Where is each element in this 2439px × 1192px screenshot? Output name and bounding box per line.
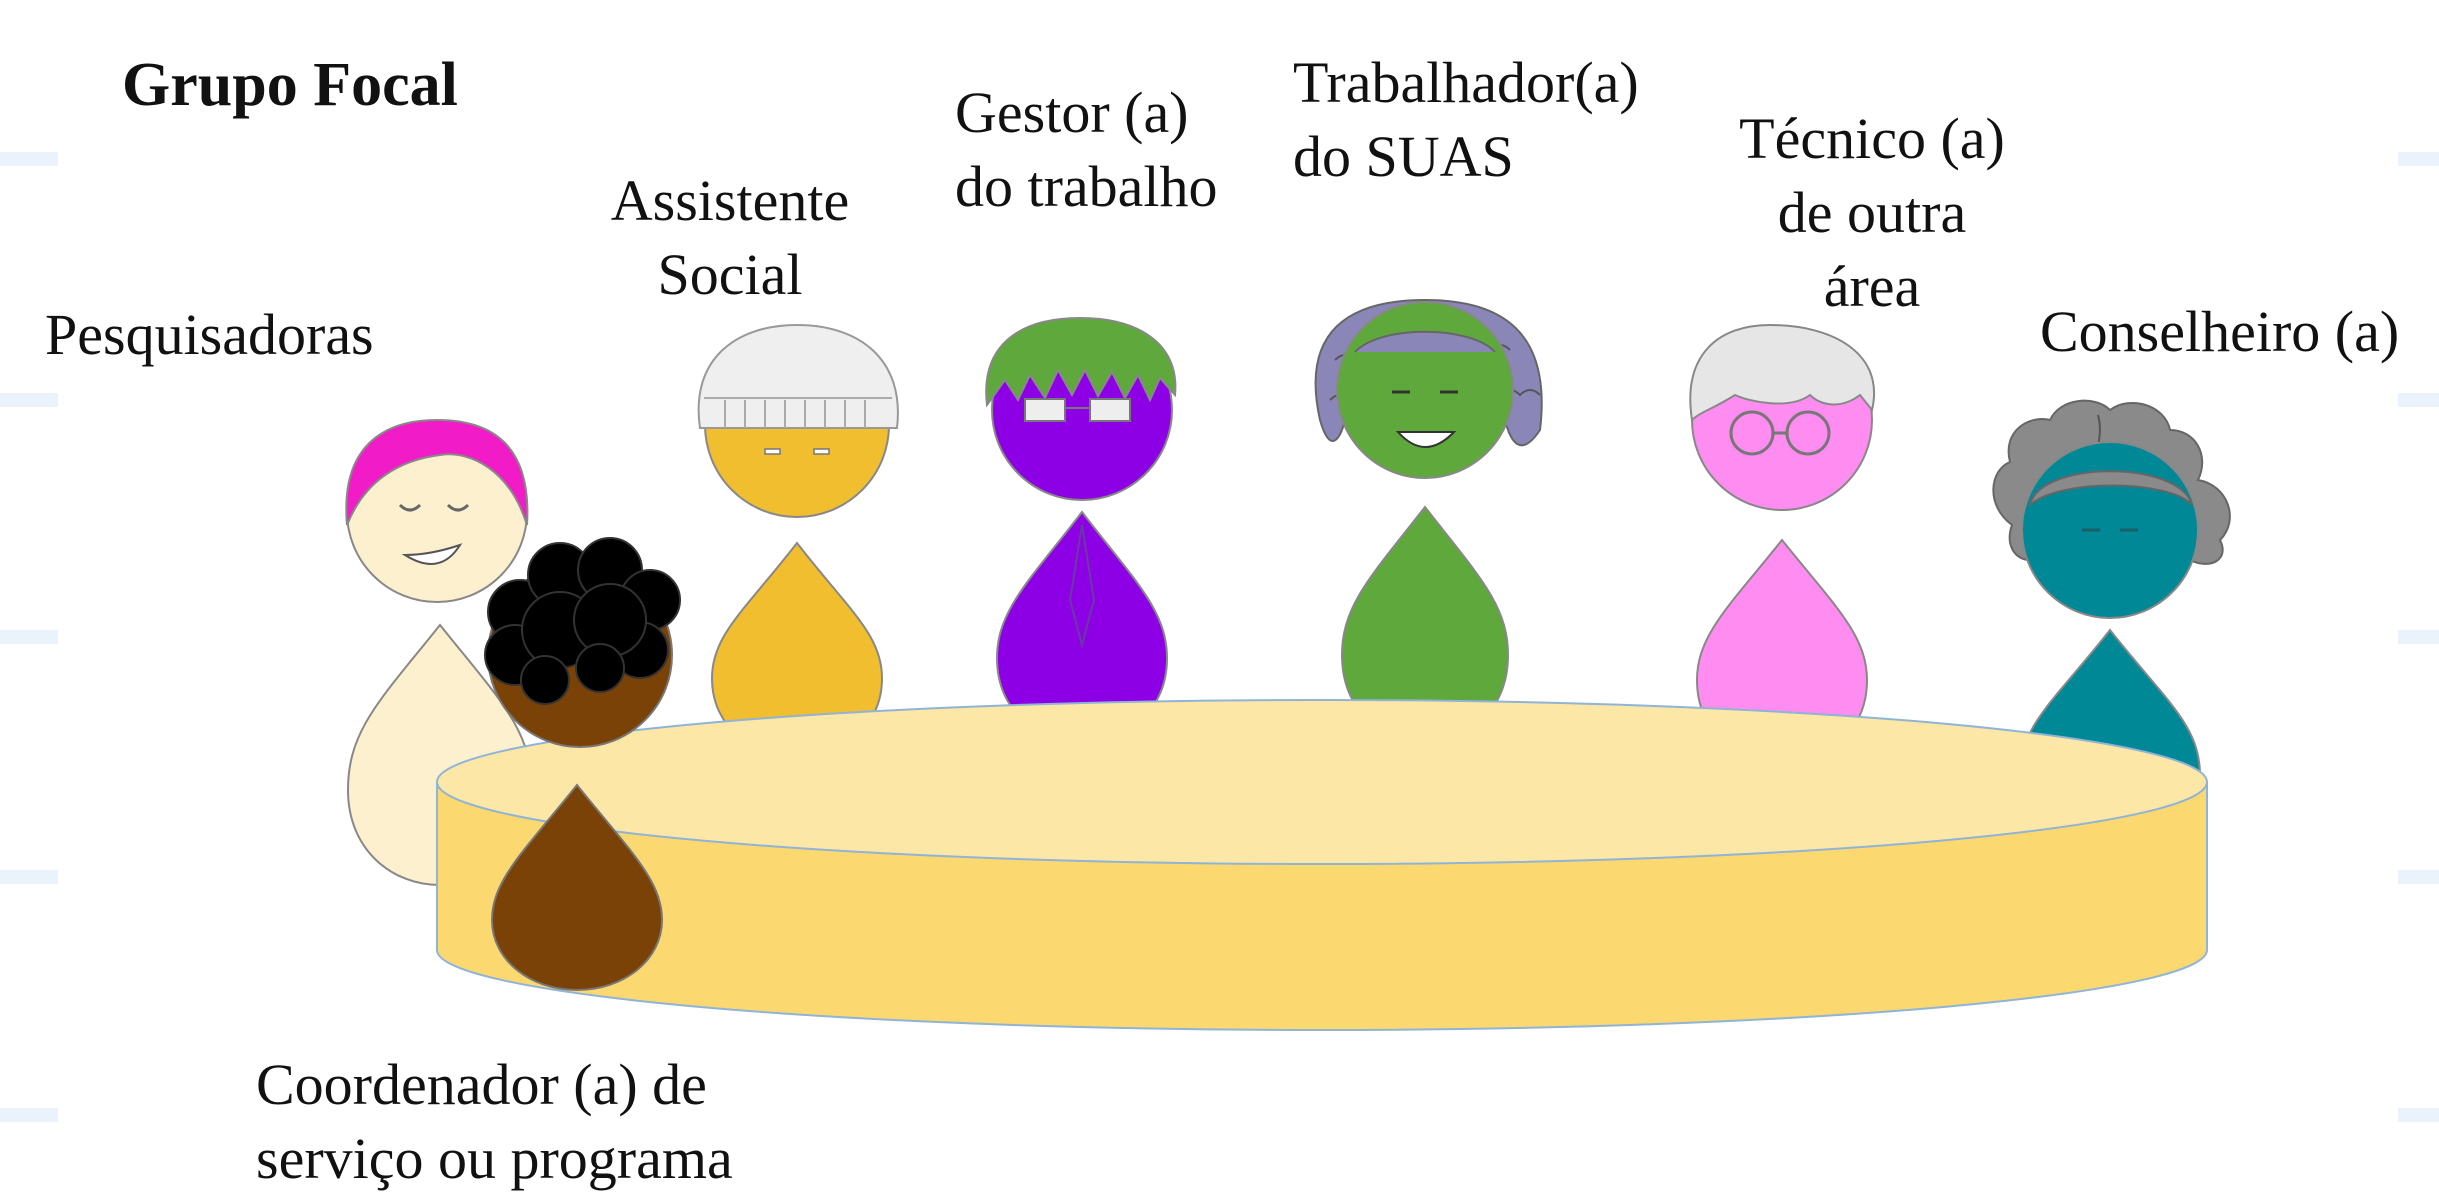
hair-gestor (985, 316, 1177, 408)
label-tecnico-line-3: área (1823, 254, 1921, 319)
label-tecnico: Técnico (a) de outra área (1702, 102, 2042, 324)
person-assistente-social (697, 323, 899, 757)
label-coordenador-line-2: serviço ou programa (256, 1126, 733, 1191)
label-coordenador-line-1: Coordenador (a) de (256, 1052, 707, 1117)
glasses-gestor-right (1089, 398, 1131, 422)
smile-pesquisadoras (401, 543, 463, 565)
label-conselheiro: Conselheiro (a) (2040, 299, 2400, 364)
table (436, 699, 2208, 1031)
label-trabalhador-line-2: do SUAS (1293, 124, 1514, 189)
label-tecnico-line-2: de outra (1777, 180, 1967, 245)
person-trabalhador (1314, 298, 1543, 742)
label-assistente-line-1: Assistente (610, 168, 850, 233)
hair-pesquisadoras (345, 418, 529, 526)
label-tecnico-line-1: Técnico (a) (1739, 106, 2005, 171)
smile-trabalhador (1395, 431, 1457, 448)
diagram-title: Grupo Focal (122, 51, 458, 119)
tie-gestor (1068, 524, 1096, 649)
table-top (436, 699, 2208, 865)
background-stripes (0, 152, 2439, 1122)
label-gestor-line-2: do trabalho (955, 154, 1218, 219)
label-assistente-social: Assistente Social (580, 164, 880, 312)
label-gestor: Gestor (a) do trabalho (955, 76, 1218, 224)
glasses-gestor-left (1024, 398, 1066, 422)
person-coordenador (484, 537, 681, 992)
body-coordenador (490, 783, 664, 992)
head-trabalhador (1336, 301, 1514, 479)
person-tecnico (1689, 323, 1875, 762)
person-gestor (985, 316, 1177, 742)
label-pesquisadoras: Pesquisadoras (45, 302, 374, 367)
label-trabalhador: Trabalhador(a) do SUAS (1293, 46, 1639, 194)
label-gestor-line-1: Gestor (a) (955, 80, 1189, 145)
label-assistente-line-2: Social (657, 242, 803, 307)
label-trabalhador-line-1: Trabalhador(a) (1293, 50, 1639, 115)
head-conselheiro (2021, 441, 2199, 619)
hair-coordenador (484, 537, 681, 705)
hair-tecnico (1689, 323, 1875, 423)
beanie-assistente (697, 323, 899, 429)
person-conselheiro (1992, 399, 2231, 857)
label-coordenador: Coordenador (a) de serviço ou programa (256, 1048, 733, 1192)
